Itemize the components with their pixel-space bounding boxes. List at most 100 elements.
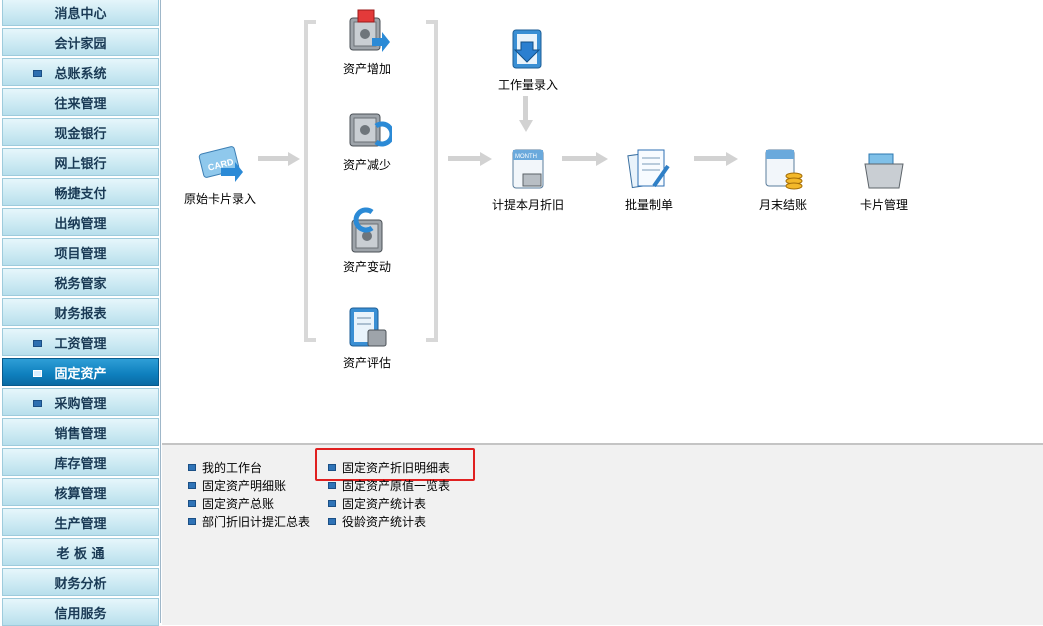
sidebar-item-label: 网上银行	[54, 156, 107, 172]
sidebar-item[interactable]: 库存管理	[2, 448, 159, 476]
asset-change-label: 资产变动	[342, 260, 391, 274]
sidebar-item[interactable]: 老 板 通	[2, 538, 159, 566]
sidebar-item[interactable]: 网上银行	[2, 148, 159, 176]
card-entry-node[interactable]: CARD 原始卡片录入	[184, 138, 256, 207]
sidebar-item-label: 生产管理	[54, 516, 107, 532]
card-icon: CARD	[195, 138, 245, 188]
bullet-icon	[328, 464, 336, 471]
sidebar-item-label: 采购管理	[54, 396, 107, 412]
report-link-label: 固定资产统计表	[342, 497, 427, 511]
asset-evaluate-label: 资产评估	[342, 356, 391, 370]
highlight-box	[315, 448, 475, 481]
calendar-coins-icon	[758, 144, 808, 194]
bullet-icon	[188, 482, 196, 489]
sidebar-item[interactable]: 财务分析	[2, 568, 159, 596]
sidebar: 消息中心会计家园总账系统往来管理现金银行网上银行畅捷支付出纳管理项目管理税务管家…	[0, 0, 161, 626]
sidebar-item-label: 总账系统	[54, 66, 107, 82]
workload-entry-node[interactable]: 工作量录入	[498, 24, 558, 93]
asset-reduce-node[interactable]: 资产减少	[342, 104, 395, 173]
sidebar-item-label: 项目管理	[54, 246, 107, 262]
reports-panel: 我的工作台固定资产明细账固定资产总账部门折旧计提汇总表 固定资产折旧明细表固定资产…	[162, 443, 1043, 625]
bullet-icon	[328, 482, 336, 489]
safe-reduce-icon	[342, 104, 395, 154]
report-link-label: 部门折旧计提汇总表	[202, 515, 311, 529]
bullet-icon	[33, 370, 42, 377]
documents-pen-icon	[624, 144, 674, 194]
sidebar-item[interactable]: 会计家园	[2, 28, 159, 56]
card-management-node[interactable]: 卡片管理	[859, 144, 909, 213]
sidebar-item[interactable]: 销售管理	[2, 418, 159, 446]
sidebar-item[interactable]: 税务管家	[2, 268, 159, 296]
asset-reduce-label: 资产减少	[342, 158, 391, 172]
batch-voucher-node[interactable]: 批量制单	[624, 144, 674, 213]
report-link-label: 固定资产总账	[202, 497, 275, 511]
sidebar-item-label: 出纳管理	[54, 216, 107, 232]
report-link-label: 固定资产折旧明细表	[342, 461, 451, 475]
folder-icon	[859, 144, 909, 194]
calendar-icon-text: MONTH	[515, 154, 537, 160]
report-link[interactable]: 固定资产总账	[188, 495, 274, 512]
report-link[interactable]: 固定资产明细账	[188, 477, 286, 494]
sidebar-item[interactable]: 采购管理	[2, 388, 159, 416]
sidebar-item-label: 老 板 通	[56, 546, 105, 562]
sidebar-item-label: 库存管理	[54, 456, 107, 472]
sidebar-item[interactable]: 往来管理	[2, 88, 159, 116]
sidebar-item[interactable]: 项目管理	[2, 238, 159, 266]
sidebar-item[interactable]: 出纳管理	[2, 208, 159, 236]
report-link[interactable]: 部门折旧计提汇总表	[188, 513, 310, 530]
sidebar-item-label: 消息中心	[54, 6, 107, 22]
report-link-label: 固定资产明细账	[202, 479, 287, 493]
operations-bracket-left	[304, 20, 316, 342]
report-link-label: 役龄资产统计表	[342, 515, 427, 529]
safe-change-icon	[342, 206, 392, 256]
report-link[interactable]: 固定资产折旧明细表	[328, 459, 450, 476]
clipboard-evaluate-icon	[342, 302, 392, 352]
sidebar-item[interactable]: 消息中心	[2, 0, 159, 26]
sidebar-item[interactable]: 固定资产	[2, 358, 159, 386]
sidebar-item-label: 核算管理	[54, 486, 107, 502]
bullet-icon	[33, 400, 42, 407]
bullet-icon	[33, 340, 42, 347]
bullet-icon	[328, 500, 336, 507]
sidebar-item[interactable]: 核算管理	[2, 478, 159, 506]
asset-change-node[interactable]: 资产变动	[342, 206, 392, 275]
report-link-label: 固定资产原值一览表	[342, 479, 451, 493]
bullet-icon	[328, 518, 336, 525]
monthly-depreciation-node[interactable]: MONTH 计提本月折旧	[492, 144, 564, 213]
arrow-down-icon	[519, 96, 533, 132]
sidebar-item-label: 工资管理	[54, 336, 107, 352]
sidebar-item-label: 财务报表	[54, 306, 107, 322]
bullet-icon	[188, 464, 196, 471]
report-link[interactable]: 固定资产原值一览表	[328, 477, 450, 494]
sidebar-item-label: 财务分析	[54, 576, 107, 592]
asset-add-node[interactable]: 资产增加	[342, 8, 392, 77]
bullet-icon	[188, 518, 196, 525]
card-entry-label: 原始卡片录入	[184, 192, 257, 206]
sidebar-item[interactable]: 财务报表	[2, 298, 159, 326]
bullet-icon	[33, 70, 42, 77]
workload-entry-label: 工作量录入	[498, 78, 559, 92]
operations-bracket-right	[426, 20, 438, 342]
sidebar-item-label: 销售管理	[54, 426, 107, 442]
safe-add-icon	[342, 8, 392, 58]
month-end-node[interactable]: 月末结账	[758, 144, 808, 213]
report-link[interactable]: 固定资产统计表	[328, 495, 426, 512]
asset-add-label: 资产增加	[342, 62, 391, 76]
asset-evaluate-node[interactable]: 资产评估	[342, 302, 392, 371]
sidebar-item[interactable]: 生产管理	[2, 508, 159, 536]
report-link[interactable]: 我的工作台	[188, 459, 262, 476]
sidebar-item-label: 固定资产	[54, 366, 107, 382]
arrow-right-icon	[562, 152, 608, 166]
monthly-depreciation-label: 计提本月折旧	[492, 198, 565, 212]
report-link[interactable]: 役龄资产统计表	[328, 513, 426, 530]
clipboard-download-icon	[503, 24, 553, 74]
sidebar-item[interactable]: 工资管理	[2, 328, 159, 356]
sidebar-item[interactable]: 总账系统	[2, 58, 159, 86]
arrow-right-icon	[448, 152, 492, 166]
sidebar-item[interactable]: 现金银行	[2, 118, 159, 146]
sidebar-item-label: 往来管理	[54, 96, 107, 112]
batch-voucher-label: 批量制单	[624, 198, 673, 212]
sidebar-item[interactable]: 信用服务	[2, 598, 159, 626]
fixed-asset-flow: CARD 原始卡片录入 资产增加 资	[162, 0, 1043, 443]
sidebar-item[interactable]: 畅捷支付	[2, 178, 159, 206]
